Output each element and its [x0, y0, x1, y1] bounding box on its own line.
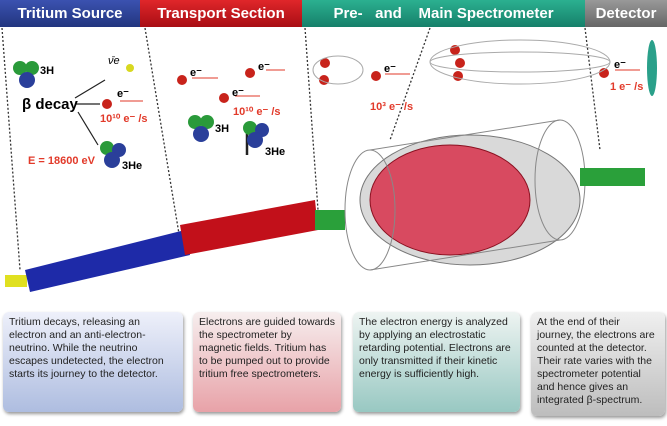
section-transport: Transport Section	[140, 0, 302, 27]
electron-label: e⁻	[258, 61, 270, 73]
pre-spectrometer	[315, 210, 345, 230]
section-detector: Detector	[585, 0, 667, 27]
electron-label: e⁻	[614, 59, 626, 71]
h3-label: 3H	[215, 123, 230, 135]
section-tritium-source: Tritium Source	[0, 0, 140, 27]
electron-label: e⁻	[190, 67, 202, 79]
info-box-spectrometer: The electron energy is analyzed by apply…	[353, 312, 520, 412]
section-spectrometer: Pre- and Main Spectrometer	[302, 0, 585, 27]
transport-apparatus	[180, 200, 318, 255]
detector-disc	[647, 40, 657, 96]
info-box-source: Tritium decays, releasing an electron an…	[3, 312, 183, 412]
electron-label: e⁻	[384, 63, 396, 75]
neutrino-label: ν̄e	[108, 55, 120, 67]
detector-rate: 1 e⁻ /s	[610, 81, 644, 93]
neutrino-particle	[126, 64, 134, 72]
decay-energy: E = 18600 eV	[28, 155, 95, 167]
molecule-h3	[13, 61, 39, 88]
info-box-transport: Electrons are guided towards the spectro…	[193, 312, 341, 412]
beta-decay-label: β decay	[22, 96, 78, 113]
he3-label: 3He	[122, 160, 143, 172]
h3-label: 3H	[40, 65, 55, 77]
electron-label: e⁻	[117, 88, 129, 100]
electron-label: e⁻	[232, 87, 244, 99]
rear-section	[5, 275, 27, 287]
detector-apparatus	[580, 168, 645, 186]
molecule-he3	[100, 115, 269, 168]
tritium-source-apparatus	[25, 230, 190, 292]
source-rate: 10¹⁰ e⁻ /s	[100, 113, 148, 125]
transport-rate: 10¹⁰ e⁻ /s	[233, 106, 281, 118]
info-box-detector: At the end of their journey, the electro…	[531, 312, 665, 416]
spectrometer-rate: 10³ e⁻ /s	[370, 101, 414, 113]
he3-label: 3He	[265, 146, 286, 158]
